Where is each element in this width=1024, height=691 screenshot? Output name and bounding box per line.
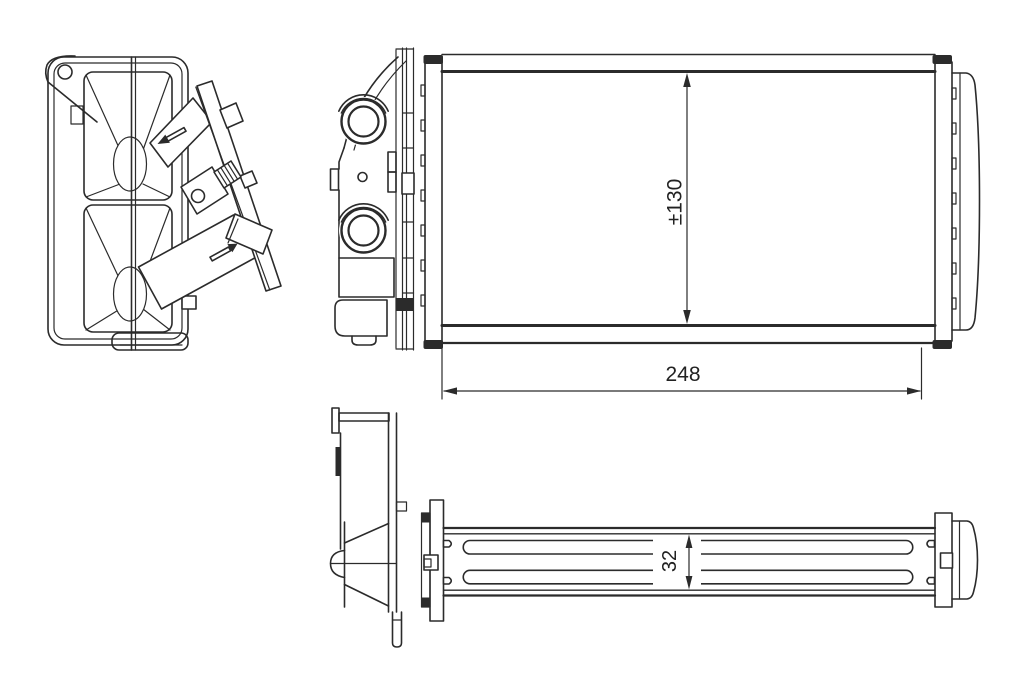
rail-clip-mid <box>239 170 258 189</box>
cone-upper-edge <box>343 522 390 544</box>
profile-left-header <box>420 499 453 622</box>
right-end-cap <box>951 72 981 331</box>
profile-end-cap <box>951 520 979 600</box>
dimension-height: ±130 <box>663 73 691 324</box>
connector-hole <box>190 188 206 204</box>
port-lower <box>338 203 389 255</box>
dim-height-label: ±130 <box>663 179 686 226</box>
cone-lower-edge <box>343 583 390 607</box>
frame-foot <box>111 332 189 351</box>
profile-left-bracket <box>329 407 408 648</box>
frame-side-tab <box>181 295 197 310</box>
port-bracket <box>329 56 407 346</box>
dim-width-label: 248 <box>665 363 700 386</box>
flow-arrow-upper <box>157 126 187 144</box>
core-body <box>440 53 937 345</box>
panel-upper-ribs <box>85 74 171 198</box>
bracket-side-view <box>44 55 282 351</box>
bracket-foot <box>334 299 388 337</box>
left-header-plate <box>420 55 443 349</box>
slot-lower <box>462 569 914 585</box>
bracket-hole <box>357 171 368 183</box>
hanging-strip <box>391 611 403 648</box>
dimension-depth: 32 <box>659 534 693 590</box>
port-upper <box>338 94 389 146</box>
right-header-plate <box>932 55 981 349</box>
dimension-width: 248 <box>441 347 923 400</box>
mount-hole <box>57 64 73 80</box>
connector-block <box>180 166 229 215</box>
profile-view: 32 <box>329 407 979 648</box>
ear-clip <box>70 105 84 125</box>
rail-clip-upper <box>219 102 244 129</box>
dim-depth-label: 32 <box>659 550 681 572</box>
profile-body <box>442 526 937 597</box>
arm-lower-flange <box>225 213 273 255</box>
profile-right-end <box>926 512 979 608</box>
flow-arrow-lower <box>209 243 238 262</box>
front-view <box>329 47 981 351</box>
frame-inner <box>53 62 183 340</box>
slot-upper <box>462 539 914 555</box>
hatched-connector <box>213 160 242 189</box>
frame-outer <box>47 56 189 346</box>
left-gasket-strips <box>395 47 415 351</box>
